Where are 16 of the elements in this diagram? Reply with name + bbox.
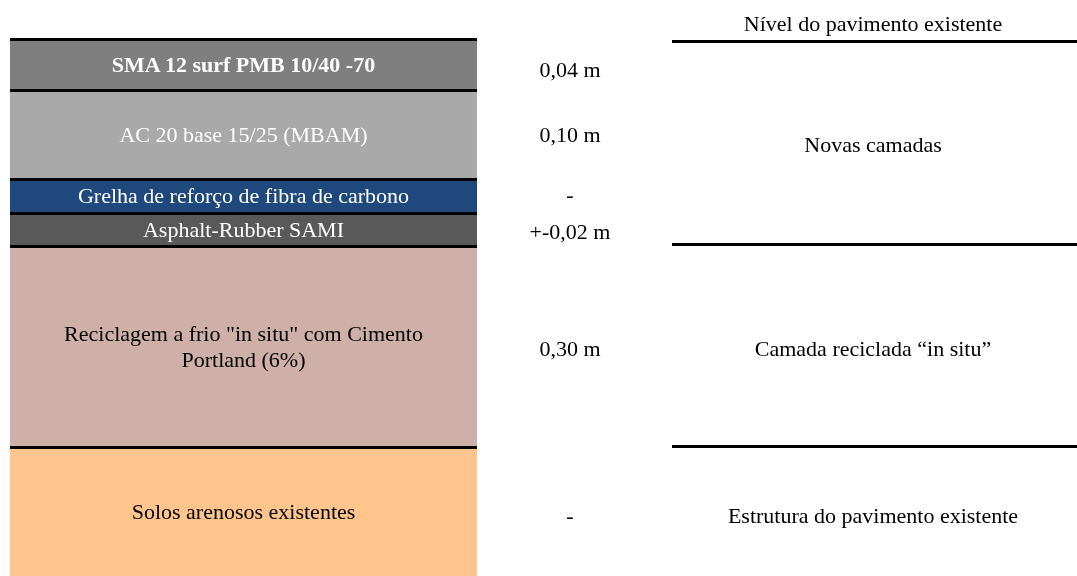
layer-group-label: Estrutura do pavimento existente [727, 503, 1019, 529]
thickness-label: 0,30 m [539, 336, 601, 362]
subgrade-band: Solos arenosos existentes [10, 446, 477, 576]
thickness-label: 0,10 m [539, 122, 601, 148]
sami-layer-band: Asphalt-Rubber SAMI [10, 212, 477, 246]
thickness-label: - [566, 503, 574, 529]
layer-group-label: Camada reciclada “in situ” [754, 336, 992, 362]
thickness-label: 0,04 m [539, 57, 601, 83]
reinforcement-grid-band: Grelha de reforço de fibra de carbono [10, 178, 477, 212]
base-layer-band: AC 20 base 15/25 (MBAM) [10, 89, 477, 178]
level-label: Nível do pavimento existente [743, 11, 1003, 37]
layer-group-label: Novas camadas [804, 132, 942, 158]
thickness-label: +-0,02 m [529, 219, 611, 245]
recycled-layer-band: Reciclagem a frio "in situ" com Cimento Portland (6%) [10, 245, 477, 446]
surface-layer-band: SMA 12 surf PMB 10/40 -70 [10, 38, 477, 89]
thickness-label: - [566, 182, 574, 208]
